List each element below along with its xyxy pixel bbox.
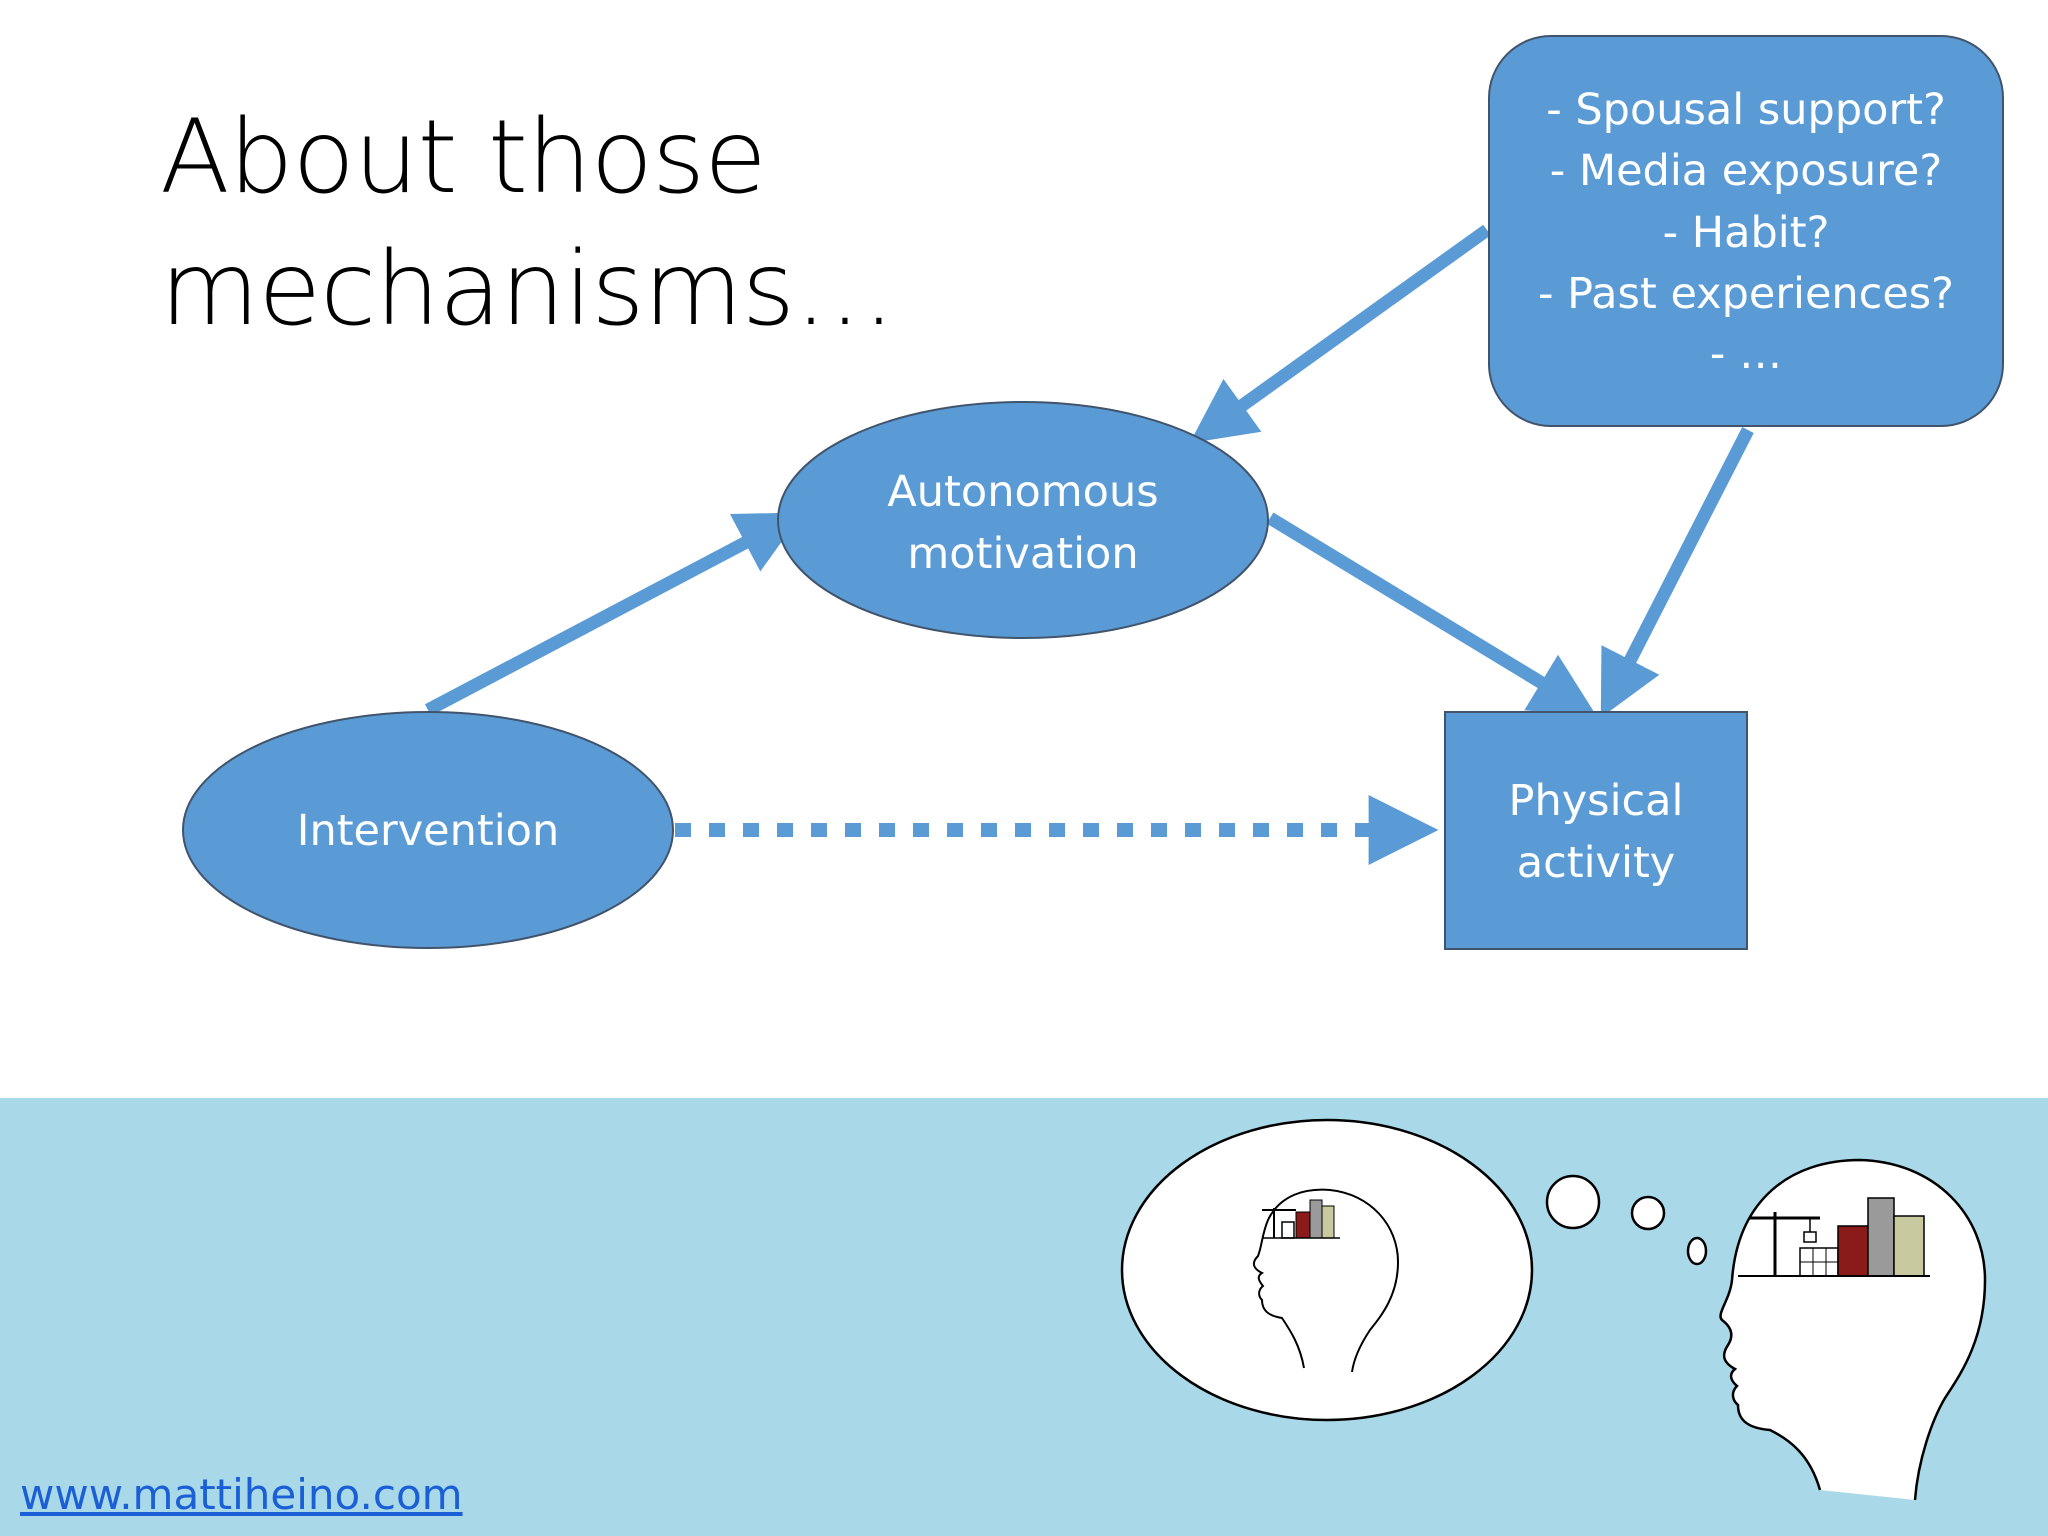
thought-bubble bbox=[1120, 1118, 1534, 1422]
arrow-intervention-to-motivation bbox=[424, 512, 803, 716]
arrow-motivation-to-activity bbox=[1266, 512, 1597, 717]
thought-dot-small bbox=[1686, 1236, 1708, 1266]
node-intervention-label: Intervention bbox=[297, 806, 559, 856]
confounder-item: - … bbox=[1710, 329, 1782, 379]
arrow-confounders-to-activity bbox=[1600, 427, 1754, 718]
confounders-box: - Spousal support? - Media exposure? - H… bbox=[1488, 35, 2004, 427]
large-head-icon bbox=[1719, 1158, 1987, 1501]
node-physical-activity-line-2: activity bbox=[1517, 838, 1676, 888]
website-link[interactable]: www.mattiheino.com bbox=[20, 1470, 463, 1519]
thought-dot-medium bbox=[1630, 1195, 1666, 1231]
node-autonomous-motivation-line-1: Autonomous bbox=[887, 467, 1158, 517]
thought-dot-large bbox=[1545, 1174, 1601, 1230]
node-autonomous-motivation: Autonomous motivation bbox=[777, 401, 1269, 639]
node-autonomous-motivation-line-2: motivation bbox=[907, 529, 1138, 579]
footer-band bbox=[0, 1098, 2048, 1536]
thinking-heads-illustration bbox=[1120, 1118, 1987, 1501]
small-head-icon bbox=[1252, 1188, 1400, 1373]
node-physical-activity: Physical activity bbox=[1444, 711, 1748, 950]
slide-title-line-2: mechanisms… bbox=[160, 230, 896, 349]
confounder-item: - Media exposure? bbox=[1550, 146, 1942, 196]
node-physical-activity-line-1: Physical bbox=[1509, 776, 1684, 826]
confounder-item: - Past experiences? bbox=[1538, 269, 1954, 319]
confounder-item: - Spousal support? bbox=[1546, 85, 1946, 135]
slide-title: About those mechanisms… bbox=[160, 92, 960, 356]
slide-title-line-1: About those bbox=[160, 98, 767, 217]
confounder-item: - Habit? bbox=[1663, 208, 1830, 258]
arrow-confounders-to-motivation bbox=[1189, 224, 1491, 444]
node-intervention: Intervention bbox=[182, 711, 674, 949]
